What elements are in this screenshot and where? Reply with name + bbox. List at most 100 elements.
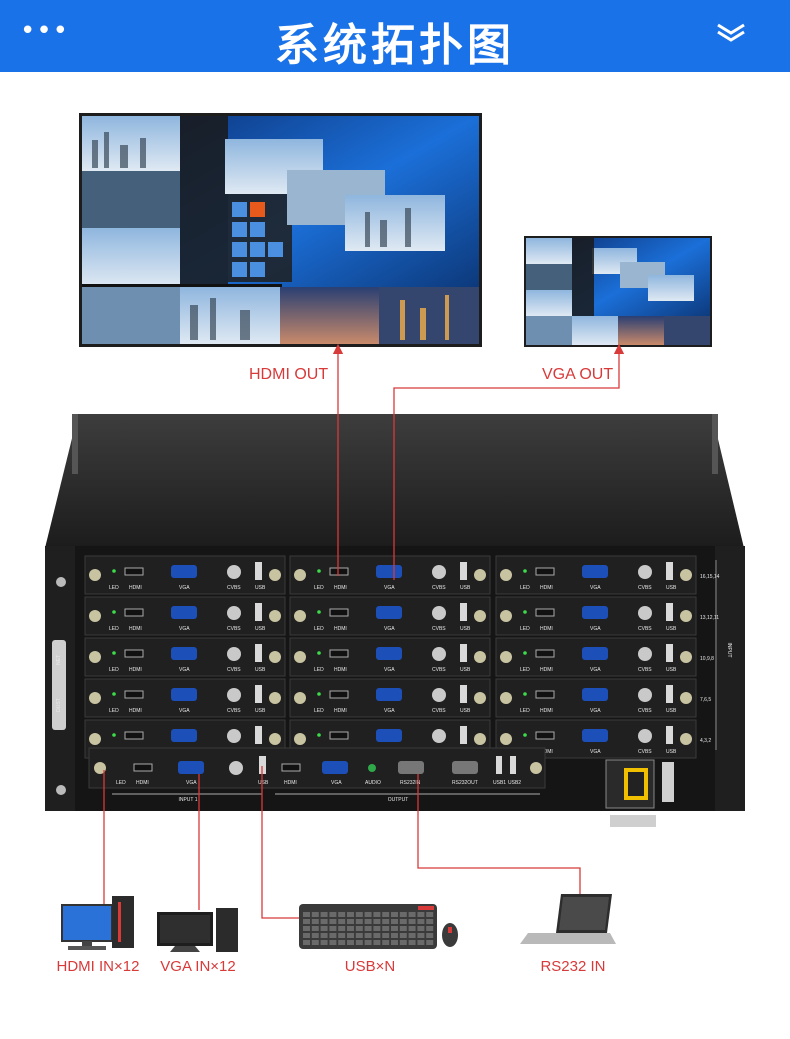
port-label: LED: [109, 626, 119, 632]
rs232-label: RS232 IN: [540, 958, 606, 975]
keyboard-key: [329, 940, 337, 945]
usb-port: [666, 726, 673, 744]
port-label: HDMI: [334, 708, 347, 714]
control-port-label: HDMI: [284, 780, 297, 786]
port-label: LED: [109, 708, 119, 714]
port-label: USB: [255, 667, 266, 673]
cvbs-port: [638, 647, 652, 661]
input-side-label: INPUT: [726, 643, 732, 658]
keyboard-key: [399, 926, 407, 931]
keyboard-key: [373, 912, 381, 917]
slot-number-label: 7,6,5: [700, 697, 711, 703]
hdmi-in-port: [133, 763, 153, 772]
usb-port: [666, 685, 673, 703]
port-label: CVBS: [432, 708, 446, 714]
thumb-screw: [500, 692, 512, 704]
slot-number-label: 16,15,14: [700, 574, 720, 580]
thumb-screw: [680, 733, 692, 745]
led-indicator: [317, 692, 321, 696]
port-label: VGA: [179, 708, 190, 714]
pc-icon: [61, 896, 134, 950]
keyboard-key: [320, 933, 328, 938]
cvbs-port: [227, 565, 241, 579]
page-title: 系统拓扑图: [275, 20, 515, 71]
thumb-screw: [269, 569, 281, 581]
hdmi-port: [329, 567, 349, 576]
hdmi-port: [329, 608, 349, 617]
control-port-label: RS232IN: [400, 780, 421, 786]
control-port-label: VGA: [186, 780, 197, 786]
header-bar: ••• 系统拓扑图: [0, 0, 790, 72]
port-label: LED: [520, 626, 530, 632]
keyboard-key: [329, 919, 337, 924]
port-label: CVBS: [638, 708, 652, 714]
port-label: USB: [460, 626, 471, 632]
port-label: USB: [666, 708, 677, 714]
port-label: VGA: [590, 708, 601, 714]
keyboard-key: [417, 919, 425, 924]
control-port-label: USB: [258, 780, 269, 786]
usb-label: USB×N: [344, 958, 396, 975]
usb1-port: [496, 756, 502, 774]
ellipsis-icon[interactable]: •••: [20, 16, 70, 46]
port-label: LED: [520, 708, 530, 714]
port-label: CVBS: [227, 585, 241, 591]
keyboard-key: [320, 940, 328, 945]
hdmi-port: [124, 731, 144, 740]
hdmi-port: [124, 567, 144, 576]
port-label: VGA: [590, 585, 601, 591]
keyboard-key: [391, 926, 398, 931]
keyboard-key: [426, 912, 434, 917]
thumb-screw: [474, 610, 486, 622]
thumb-screw: [680, 610, 692, 622]
cvbs-port: [432, 565, 446, 579]
keyboard-key: [391, 919, 398, 924]
thumb-screw: [530, 762, 542, 774]
port-label: LED: [520, 667, 530, 673]
thumb-screw: [474, 651, 486, 663]
led-indicator: [523, 610, 527, 614]
keyboard-key: [320, 926, 328, 931]
usb-port: [255, 685, 262, 703]
keyboard-key: [364, 919, 372, 924]
vga-port: [582, 565, 608, 578]
led-indicator: [523, 569, 527, 573]
thumb-screw: [294, 569, 306, 581]
thumb-screw: [269, 733, 281, 745]
usb-port: [255, 726, 262, 744]
input-group-label: INPUT 1: [178, 797, 197, 803]
keyboard-key: [347, 933, 354, 938]
keyboard-key: [303, 912, 310, 917]
control-port-label: USB2: [508, 780, 521, 786]
cvbs-port: [432, 688, 446, 702]
vga-port: [582, 606, 608, 619]
laptop-icon: [520, 894, 616, 944]
hdmi-out-label: HDMI OUT: [249, 366, 329, 383]
led-indicator: [523, 651, 527, 655]
port-label: LED: [314, 667, 324, 673]
keyboard-key: [338, 926, 346, 931]
keyboard-key: [408, 926, 416, 931]
slot-number-label: 13,12,11: [700, 615, 719, 621]
port-label: USB: [255, 708, 266, 714]
keyboard-key: [391, 940, 398, 945]
port-label: HDMI: [540, 626, 553, 632]
keyboard-key: [417, 940, 425, 945]
cvbs-port: [432, 606, 446, 620]
port-label: USB: [666, 667, 677, 673]
double-chevron-down-icon[interactable]: [716, 22, 746, 46]
port-label: HDMI: [129, 667, 142, 673]
port-label: LED: [314, 708, 324, 714]
hdmi-port: [535, 649, 555, 658]
hdmi-in-label: HDMI IN×12: [56, 958, 140, 975]
keyboard-key: [355, 940, 363, 945]
keyboard-key: [373, 926, 381, 931]
keyboard-key: [338, 919, 346, 924]
led-indicator: [317, 651, 321, 655]
keyboard-key: [311, 919, 319, 924]
vga-out-port: [322, 761, 348, 774]
